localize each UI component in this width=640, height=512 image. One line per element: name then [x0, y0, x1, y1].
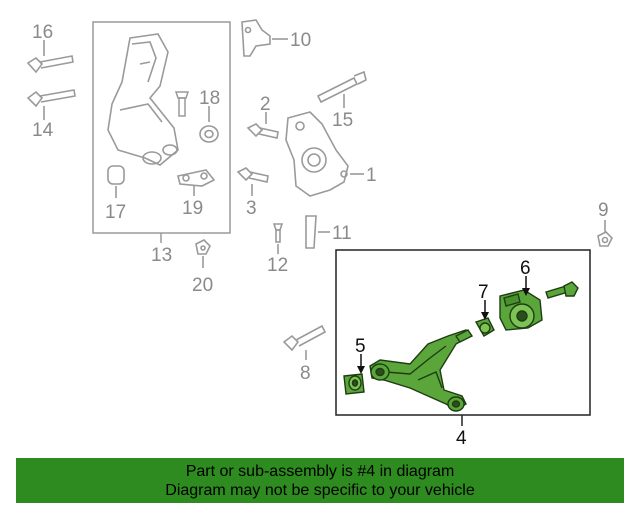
group-4-box	[335, 249, 591, 416]
knuckle-bracket-ghost	[107, 33, 179, 166]
bushing-7	[474, 317, 495, 337]
callout-labels: 16 14 10 18 2 15 1 3 17 19 9 11 12 13 20…	[32, 22, 609, 449]
info-banner: Part or sub-assembly is #4 in diagram Di…	[16, 458, 624, 503]
callout-11: 11	[332, 223, 352, 244]
bolt-15-ghost	[316, 70, 367, 108]
callout-7: 7	[478, 282, 489, 303]
sensor-10-ghost	[241, 19, 288, 57]
bushing-18-ghost	[199, 106, 219, 143]
lower-control-arm	[369, 329, 474, 412]
callout-9: 9	[598, 200, 609, 221]
callout-8: 8	[300, 363, 311, 384]
link-19-ghost	[177, 169, 216, 196]
arrowhead-6	[522, 288, 530, 296]
callout-6: 6	[520, 258, 531, 279]
callout-10: 10	[290, 30, 311, 51]
bolt-16-ghost	[26, 40, 74, 74]
banner-line-2: Diagram may not be specific to your vehi…	[165, 482, 475, 499]
bolt-14-ghost	[26, 89, 76, 120]
callout-13: 13	[151, 245, 172, 266]
bolt-6	[545, 281, 579, 299]
callout-16: 16	[32, 22, 53, 43]
callout-18: 18	[199, 88, 220, 109]
callout-12: 12	[267, 255, 288, 276]
nut-9-ghost	[597, 220, 613, 247]
stud-12-ghost	[272, 223, 284, 254]
bolt-ghost-small	[174, 91, 190, 117]
callout-20: 20	[192, 275, 213, 296]
pin-11-ghost	[305, 215, 330, 249]
callout-2: 2	[260, 94, 271, 115]
bushing-6	[499, 289, 543, 331]
callout-3: 3	[246, 198, 257, 219]
callout-17: 17	[105, 202, 126, 223]
bolt-3-ghost	[236, 167, 269, 196]
nut-20-ghost	[195, 239, 211, 268]
arrowhead-5	[357, 366, 365, 374]
callout-15: 15	[332, 110, 353, 131]
bolt-2-ghost	[246, 112, 279, 139]
callout-4: 4	[456, 428, 467, 449]
parts-diagram: 16 14 10 18 2 15 1 3 17 19 9 11 12 13 20…	[26, 19, 613, 449]
knuckle-1-ghost	[285, 111, 364, 197]
arrowhead-7	[481, 312, 489, 320]
callout-19: 19	[182, 198, 203, 219]
callout-1: 1	[366, 165, 377, 186]
bolt-8-ghost	[282, 324, 327, 360]
bushing-5	[343, 373, 365, 395]
bushing-17-ghost	[107, 165, 125, 198]
callout-5: 5	[355, 336, 366, 357]
callout-14: 14	[32, 120, 54, 141]
banner-line-1: Part or sub-assembly is #4 in diagram	[185, 463, 455, 480]
